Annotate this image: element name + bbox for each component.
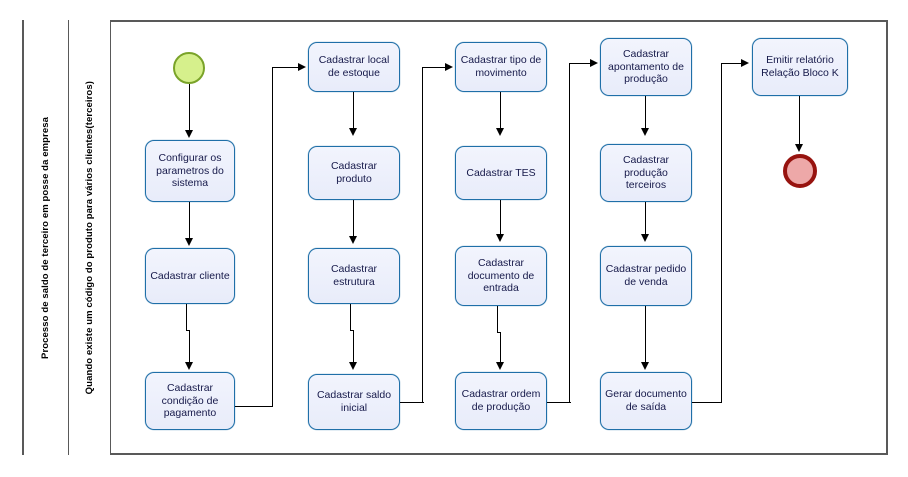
task-emitir-relatorio-bloco-k[interactable]: Emitir relatório Relação Bloco K [752, 38, 848, 96]
flow-arrow-t12-to-t13 [641, 128, 649, 136]
flow-t14-to-t15 [645, 306, 647, 364]
flow-arrow-t13-to-t14 [641, 234, 649, 242]
flow-t4-to-t5 [353, 92, 355, 130]
flow-t11-to-t12-v [569, 64, 571, 402]
flow-arrow-start-to-t1 [185, 130, 193, 138]
flow-t15-to-t16-v [721, 64, 723, 402]
flow-t9-to-t10 [500, 200, 502, 236]
flow-arrow-t11-to-t12 [590, 59, 598, 67]
task-cadastrar-pedido-venda[interactable]: Cadastrar pedido de venda [600, 246, 692, 306]
task-cadastrar-documento-entrada[interactable]: Cadastrar documento de entrada [455, 246, 547, 306]
flow-start-to-t1 [189, 84, 191, 132]
flow-t3-to-t4-h2 [272, 67, 300, 69]
flow-arrow-t1-to-t2 [185, 238, 193, 246]
flow-t13-to-t14 [645, 202, 647, 236]
flow-t1-to-t2 [189, 202, 191, 240]
flow-t7-to-t8-h2 [422, 67, 447, 69]
task-cadastrar-estrutura[interactable]: Cadastrar estrutura [308, 248, 400, 304]
flow-t15-to-t16-h1 [692, 402, 722, 404]
task-cadastrar-produto[interactable]: Cadastrar produto [308, 146, 400, 200]
flow-t15-to-t16-h2 [721, 63, 743, 65]
task-cadastrar-condicao-pagamento[interactable]: Cadastrar condição de pagamento [145, 372, 235, 430]
flow-arrow-t7-to-t8 [445, 63, 453, 71]
flow-t3-to-t4-v [272, 68, 274, 406]
flow-arrow-t6-to-t7 [349, 362, 357, 370]
flow-t2-to-t3-seg2 [189, 330, 191, 364]
task-cadastrar-producao-terceiros[interactable]: Cadastrar produção terceiros [600, 144, 692, 202]
flow-arrow-t14-to-t15 [641, 362, 649, 370]
task-cadastrar-saldo-inicial[interactable]: Cadastrar saldo inicial [308, 374, 400, 430]
task-cadastrar-ordem-producao[interactable]: Cadastrar ordem de produção [455, 372, 547, 430]
start-event[interactable] [173, 52, 205, 84]
flow-t10-to-t11-seg2 [500, 332, 502, 364]
flow-t2-to-t3-seg1 [186, 304, 188, 330]
lane-header-processo: Processo de saldo de terceiro em posse d… [22, 20, 69, 455]
task-cadastrar-local-estoque[interactable]: Cadastrar local de estoque [308, 42, 400, 92]
flow-arrow-t4-to-t5 [349, 128, 357, 136]
flow-arrow-t10-to-t11 [496, 362, 504, 370]
lane-header-quando-existe: Quando existe um código do produto para … [69, 20, 111, 455]
task-cadastrar-apontamento-producao[interactable]: Cadastrar apontamento de produção [600, 38, 692, 96]
flow-arrow-t15-to-t16 [741, 59, 749, 67]
flow-t7-to-t8-v [422, 68, 424, 402]
flow-t6-to-t7-seg1 [350, 304, 352, 330]
flow-t10-to-t11-jog [497, 332, 501, 334]
flow-t8-to-t9 [500, 92, 502, 130]
flow-arrow-t8-to-t9 [496, 128, 504, 136]
flow-arrow-t16-to-end [795, 144, 803, 152]
flow-t2-to-t3-jog [186, 330, 190, 332]
flow-t11-to-t12-h1 [547, 402, 571, 404]
flow-arrow-t9-to-t10 [496, 234, 504, 242]
flow-t10-to-t11-seg1 [497, 306, 499, 332]
flow-t6-to-t7-seg2 [353, 330, 355, 364]
task-cadastrar-cliente[interactable]: Cadastrar cliente [145, 248, 235, 304]
flow-t7-to-t8-h1 [400, 402, 424, 404]
flow-arrow-t3-to-t4 [298, 63, 306, 71]
flow-t16-to-end [799, 96, 801, 146]
flow-t5-to-t6 [353, 200, 355, 238]
lane-label-processo: Processo de saldo de terceiro em posse d… [40, 116, 52, 359]
task-cadastrar-tes[interactable]: Cadastrar TES [455, 146, 547, 200]
flow-t11-to-t12-h2 [569, 63, 592, 65]
task-configurar-parametros[interactable]: Configurar os parametros do sistema [145, 140, 235, 202]
end-event[interactable] [783, 154, 817, 188]
flow-arrow-t2-to-t3 [185, 362, 193, 370]
flow-t6-to-t7-jog [350, 330, 354, 332]
lane-label-quando-existe: Quando existe um código do produto para … [83, 80, 95, 395]
task-cadastrar-tipo-movimento[interactable]: Cadastrar tipo de movimento [455, 42, 547, 92]
task-gerar-documento-saida[interactable]: Gerar documento de saída [600, 372, 692, 430]
flow-arrow-t5-to-t6 [349, 236, 357, 244]
flow-t3-to-t4-h1 [235, 406, 273, 408]
flow-t12-to-t13 [645, 96, 647, 130]
